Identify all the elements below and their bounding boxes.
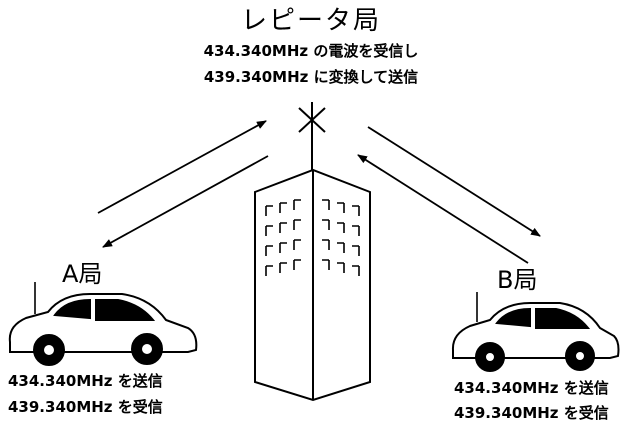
station-b-receive-text: 439.340MHz を受信 — [454, 404, 609, 422]
station-a-receive-text: 439.340MHz を受信 — [8, 398, 163, 416]
repeater-receive-text: 434.340MHz の電波を受信し — [203, 42, 419, 60]
repeater-antenna-icon — [298, 102, 326, 170]
car-b-icon — [451, 292, 620, 372]
uplink-arrow-icon-a — [97, 120, 267, 214]
building-icon — [254, 168, 371, 402]
downlink-arrow-icon-b — [367, 126, 541, 237]
station-a-label: A局 — [62, 260, 103, 288]
downlink-arrow-icon-a — [102, 155, 269, 248]
uplink-arrow-icon-b — [357, 154, 529, 264]
station-b-transmit-text: 434.340MHz を送信 — [454, 379, 609, 397]
repeater-title: レピータ局 — [240, 6, 381, 36]
station-a-transmit-text: 434.340MHz を送信 — [8, 372, 163, 390]
repeater-transmit-text: 439.340MHz に変換して送信 — [203, 68, 419, 86]
car-a-icon — [8, 282, 198, 366]
station-b-label: B局 — [497, 266, 538, 294]
